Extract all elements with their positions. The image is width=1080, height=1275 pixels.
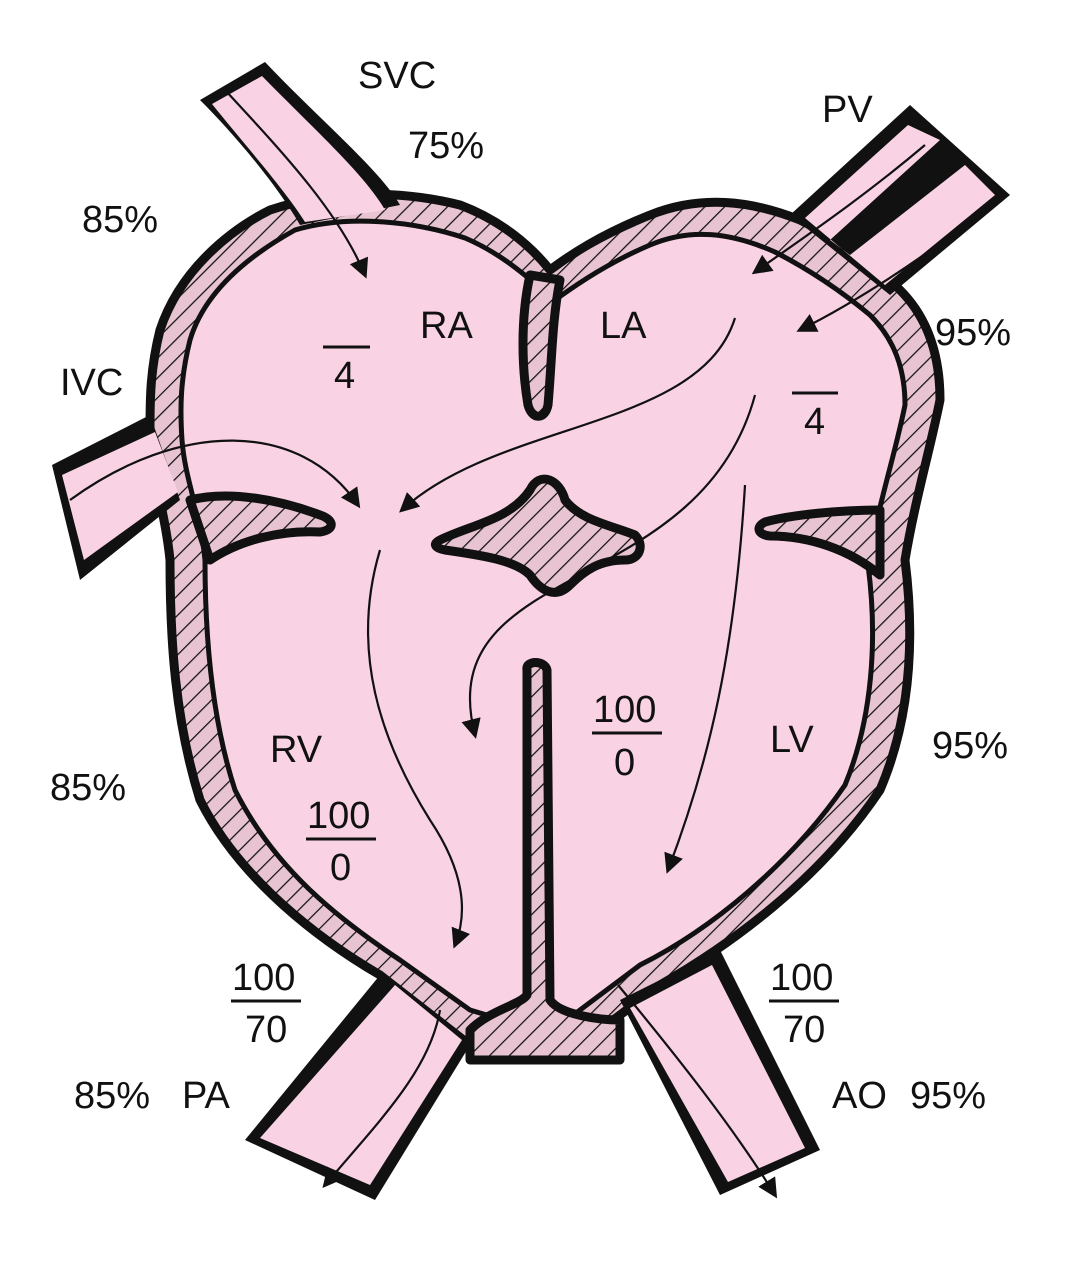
flow-arrow-rv-to-pa	[366, 549, 471, 949]
pa-pressure-bottom: 70	[245, 1009, 287, 1051]
pa-saturation: 85%	[74, 1075, 150, 1117]
lv-pressure-top: 100	[593, 689, 656, 731]
ao-pressure-top: 100	[770, 957, 833, 999]
svc-saturation: 75%	[408, 125, 484, 167]
lv-label: LV	[770, 719, 814, 761]
flow-arrow-pa-out	[322, 1009, 442, 1189]
ra-pressure-bottom: 4	[334, 355, 355, 397]
atrial-septum	[518, 270, 565, 421]
ao-pressure-bottom: 70	[783, 1009, 825, 1051]
la-saturation: 95%	[935, 312, 1011, 354]
flow-arrow-lv	[664, 484, 747, 874]
flow-arrow-svc	[224, 89, 369, 279]
svc-label: SVC	[358, 55, 436, 97]
lv-saturation: 95%	[932, 725, 1008, 767]
tricuspid-leaflet	[185, 491, 336, 565]
mitral-leaflet	[754, 505, 885, 580]
flow-arrow-to-rv-inner	[461, 394, 757, 739]
rv-label: RV	[270, 729, 323, 771]
lv-pressure-bottom: 0	[614, 742, 635, 784]
ivc-label: IVC	[60, 362, 123, 404]
ventricular-septum	[465, 658, 625, 1065]
flow-arrow-ivc	[69, 439, 361, 509]
rv-saturation: 85%	[50, 767, 126, 809]
atrioventricular-valve-body	[431, 474, 645, 597]
pa-pressure-top: 100	[232, 957, 295, 999]
ra-saturation: 85%	[82, 199, 158, 241]
pa-label: PA	[182, 1075, 231, 1117]
ra-label: RA	[420, 305, 473, 347]
svc-vessel	[212, 76, 385, 222]
la-pressure-bottom: 4	[804, 401, 825, 443]
pa-vessel	[260, 985, 462, 1185]
pv-vessel	[805, 125, 995, 285]
flow-arrow-ao-out	[617, 984, 778, 1199]
flow-arrow-pv-lower	[796, 209, 986, 332]
rv-pressure-bottom: 0	[330, 847, 351, 889]
la-label: LA	[600, 305, 647, 347]
flow-arrow-la-to-ra	[399, 317, 737, 513]
ao-label: AO	[832, 1075, 887, 1117]
ivc-vessel	[62, 432, 178, 560]
pv-vessel-wall	[790, 105, 1010, 295]
ao-vessel	[630, 965, 805, 1182]
ao-saturation: 95%	[910, 1075, 986, 1117]
flow-arrow-pv-upper	[751, 144, 926, 275]
rv-pressure-top: 100	[307, 795, 370, 837]
pv-label: PV	[822, 89, 873, 131]
